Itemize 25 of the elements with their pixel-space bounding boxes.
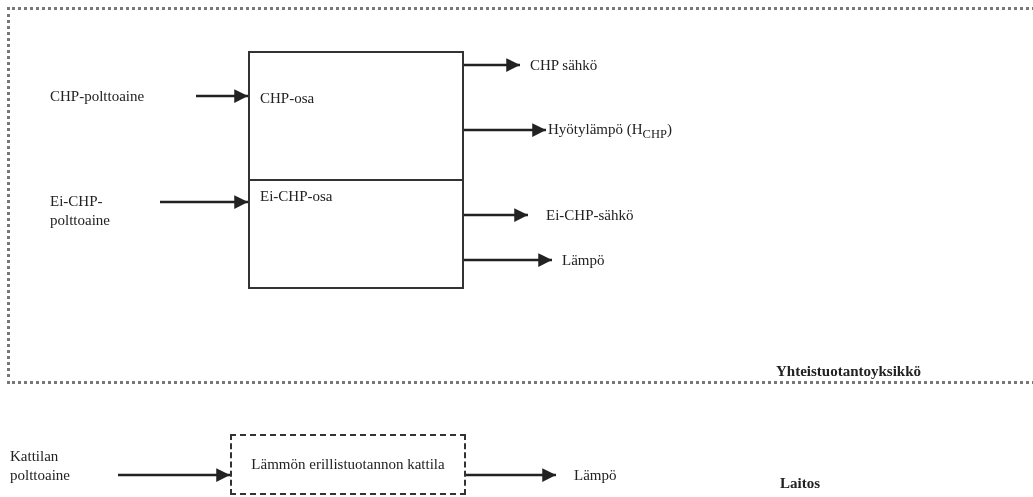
dotted-boundary	[7, 7, 1033, 384]
flow-label: Ei-CHP- polttoaine	[50, 190, 160, 232]
flow-label: CHP-polttoaine	[50, 84, 196, 108]
flow-label: Ei-CHP-sähkö	[528, 203, 658, 227]
flow-label: Kattilan polttoaine	[10, 445, 118, 487]
arrow	[160, 195, 248, 209]
flow-label: Hyötylämpö (H$_{CHP}$)	[546, 118, 726, 144]
flow-label: Lämpö	[552, 248, 632, 272]
box-label: Lämmön erillistuotannon kattila	[250, 455, 446, 474]
box-label: Ei-CHP-osa	[260, 187, 333, 206]
process-box	[248, 51, 464, 181]
arrow	[464, 123, 546, 137]
unit-title: Yhteistuotantoyksikkö	[776, 362, 922, 381]
arrow	[464, 58, 520, 72]
flow-label: CHP sähkö	[520, 53, 620, 77]
arrow	[464, 253, 552, 267]
box-label: CHP-osa	[260, 89, 315, 108]
plant-label: Laitos	[780, 474, 820, 493]
process-box	[248, 180, 464, 289]
arrow	[118, 468, 230, 482]
flow-label: Lämpö	[556, 463, 636, 487]
arrow	[464, 208, 528, 222]
dashed-process-box	[230, 434, 466, 495]
arrow	[196, 89, 248, 103]
arrow	[466, 468, 556, 482]
